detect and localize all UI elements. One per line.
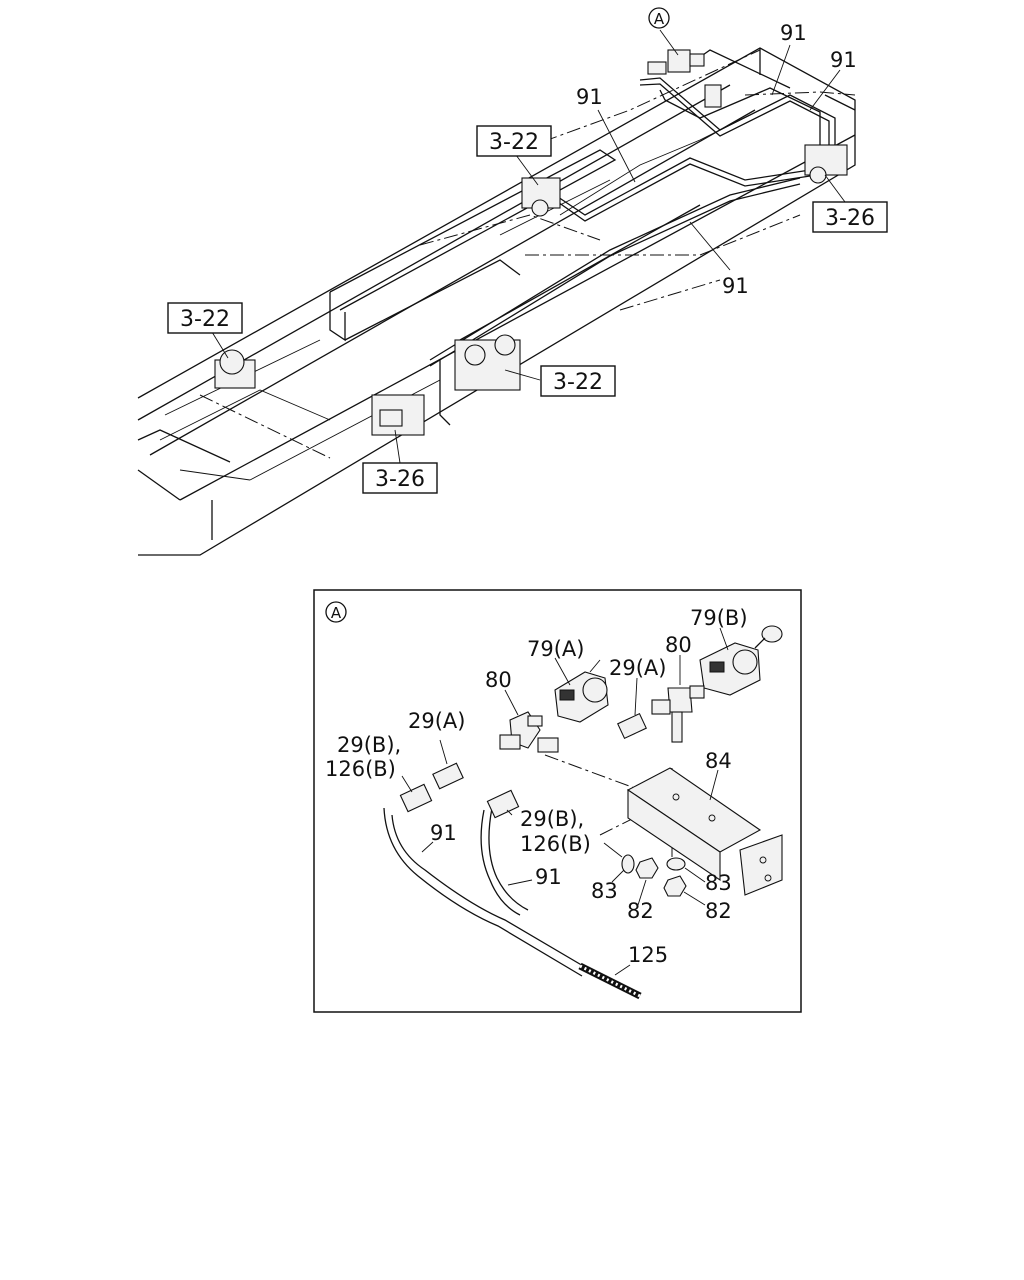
label-29b: 29(B), — [337, 733, 401, 757]
brake-pipes-91 — [429, 49, 836, 367]
nut-82-right — [663, 875, 687, 897]
label-82: 82 — [705, 899, 732, 923]
ref-box-top-right[interactable]: 3-26 — [812, 201, 888, 233]
detail-view-a: A — [313, 589, 802, 1013]
ref-box-text: 3-22 — [180, 307, 230, 332]
tee-fitting-top — [667, 49, 691, 73]
callout-91: 91 — [576, 85, 603, 109]
label-83: 83 — [591, 879, 618, 903]
hoses-91 — [383, 807, 591, 977]
label-126b: 126(B) — [520, 832, 591, 856]
nut-82-left — [635, 857, 659, 879]
label-29b: 29(B), — [520, 807, 584, 831]
ref-box-left[interactable]: 3-22 — [167, 302, 243, 334]
fitting-29b-right — [486, 789, 520, 819]
label-84: 84 — [705, 749, 732, 773]
tee-80-left — [499, 711, 559, 753]
label-29a: 29(A) — [609, 656, 666, 680]
washer-83-left — [621, 854, 635, 874]
label-79a: 79(A) — [527, 637, 584, 661]
cable-125 — [578, 962, 642, 1000]
washer-83-right — [666, 857, 686, 871]
callout-91: 91 — [830, 48, 857, 72]
label-82: 82 — [627, 899, 654, 923]
label-126b: 126(B) — [325, 757, 396, 781]
detail-leaders — [401, 627, 729, 976]
label-80: 80 — [665, 633, 692, 657]
fitting-29a-right — [617, 712, 647, 740]
coupling-79a — [554, 659, 609, 723]
label-125: 125 — [628, 943, 668, 967]
callout-91: 91 — [722, 274, 749, 298]
detail-marker-letter: A — [331, 604, 342, 622]
detail-marker-a[interactable]: A — [648, 7, 670, 29]
centerlines — [199, 49, 856, 459]
coupling-79b — [699, 625, 783, 696]
detail-marker: A — [325, 601, 347, 623]
bracket-84 — [626, 767, 783, 896]
label-79b: 79(B) — [690, 606, 748, 630]
fitting-29a-left — [432, 762, 464, 790]
ref-box-text: 3-26 — [375, 467, 425, 492]
ref-box-text: 3-22 — [553, 370, 603, 395]
callout-91: 91 — [780, 21, 807, 45]
label-83: 83 — [705, 871, 732, 895]
chassis-overview: 3-22 3-26 3-22 3-22 3-26 A 91 91 91 91 — [137, 7, 888, 556]
ref-box-text: 3-22 — [489, 130, 539, 155]
label-91: 91 — [430, 821, 457, 845]
ref-box-text: 3-26 — [825, 206, 875, 231]
fitting-29b-left — [399, 783, 433, 813]
marker-letter: A — [654, 10, 665, 28]
label-80: 80 — [485, 668, 512, 692]
ref-box-top-left[interactable]: 3-22 — [476, 125, 552, 157]
tee-80-right — [651, 685, 705, 743]
overview-fittings — [214, 49, 848, 436]
label-91: 91 — [535, 865, 562, 889]
overview-leaders — [211, 29, 846, 464]
ref-box-bottom[interactable]: 3-26 — [362, 462, 438, 494]
ref-box-center[interactable]: 3-22 — [540, 365, 616, 397]
label-29a: 29(A) — [408, 709, 465, 733]
frame-rails — [137, 47, 856, 556]
